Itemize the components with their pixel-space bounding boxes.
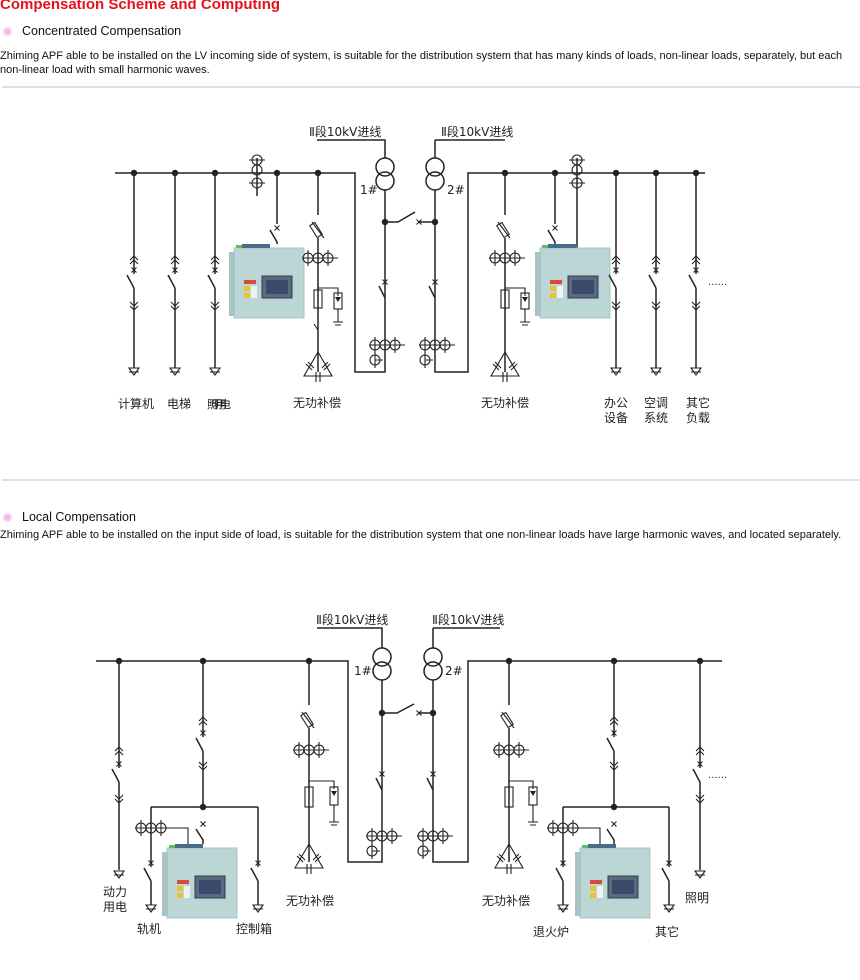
bullet-icon xyxy=(3,26,12,36)
section-description-concentrated: Zhiming APF able to be installed on the … xyxy=(0,50,843,76)
load-label-other: 其它负载 xyxy=(686,396,711,425)
load-label-rail: 轨机 xyxy=(137,922,161,936)
transformer-1-icon xyxy=(375,157,395,191)
incoming-label-left: Ⅱ段10kV进线 xyxy=(309,124,381,139)
section-heading-local: Local Compensation xyxy=(0,510,136,524)
load-label-lighting: 照明用电 xyxy=(207,398,231,411)
divider xyxy=(2,86,860,88)
reactive-comp-label-right: 无功补偿 xyxy=(481,395,529,410)
local-compensation-diagram: Ⅱ段10kV进线 Ⅱ段10kV进线 1# 2# 动力用电 轨机 控制箱 无功补偿 xyxy=(96,612,727,939)
load-label-others: 其它 xyxy=(655,924,679,939)
page-title: Compensation Scheme and Computing xyxy=(0,0,281,13)
load-label-annealing-furnace: 退火炉 xyxy=(533,925,569,939)
divider xyxy=(2,479,860,481)
section-heading-concentrated: Concentrated Compensation xyxy=(0,24,181,38)
load-label-hvac: 空调系统 xyxy=(644,396,669,425)
load-label-control-box: 控制箱 xyxy=(236,921,272,936)
incoming-label-right: Ⅱ段10kV进线 xyxy=(432,612,504,627)
section-heading-text: Concentrated Compensation xyxy=(22,24,182,38)
apf-device-icon xyxy=(228,243,305,319)
transformer-2-label: 2# xyxy=(445,664,463,678)
load-branch-left xyxy=(127,169,221,376)
load-label-lighting: 照明 xyxy=(685,891,709,905)
reactive-comp-label-right: 无功补偿 xyxy=(482,893,530,908)
section-heading-text: Local Compensation xyxy=(22,510,136,524)
bullet-icon xyxy=(3,512,12,522)
transformer-1-label: 1# xyxy=(360,183,378,197)
incoming-label-left: Ⅱ段10kV进线 xyxy=(316,612,388,627)
load-branch-right xyxy=(610,169,702,376)
incoming-label-right: Ⅱ段10kV进线 xyxy=(441,124,513,139)
load-label-elevator: 电梯 xyxy=(167,397,191,411)
ellipsis: ...... xyxy=(708,277,727,288)
load-label-computer: 计算机 xyxy=(118,396,154,411)
load-label-office: 办公设备 xyxy=(604,396,629,425)
ellipsis: ...... xyxy=(708,770,727,781)
transformer-2-label: 2# xyxy=(447,183,465,197)
section-description-local: Zhiming APF able to be installed on the … xyxy=(0,529,842,541)
concentrated-compensation-diagram: Ⅱ段10kV进线 Ⅱ段10kV进线 1# 2# 计算机 电梯 照明用电 xyxy=(115,124,727,425)
transformer-2-icon xyxy=(425,157,445,191)
reactive-comp-label-left: 无功补偿 xyxy=(293,395,341,410)
load-label-power: 动力用电 xyxy=(103,885,128,914)
reactive-comp-label-left: 无功补偿 xyxy=(286,893,334,908)
transformer-1-label: 1# xyxy=(354,664,372,678)
